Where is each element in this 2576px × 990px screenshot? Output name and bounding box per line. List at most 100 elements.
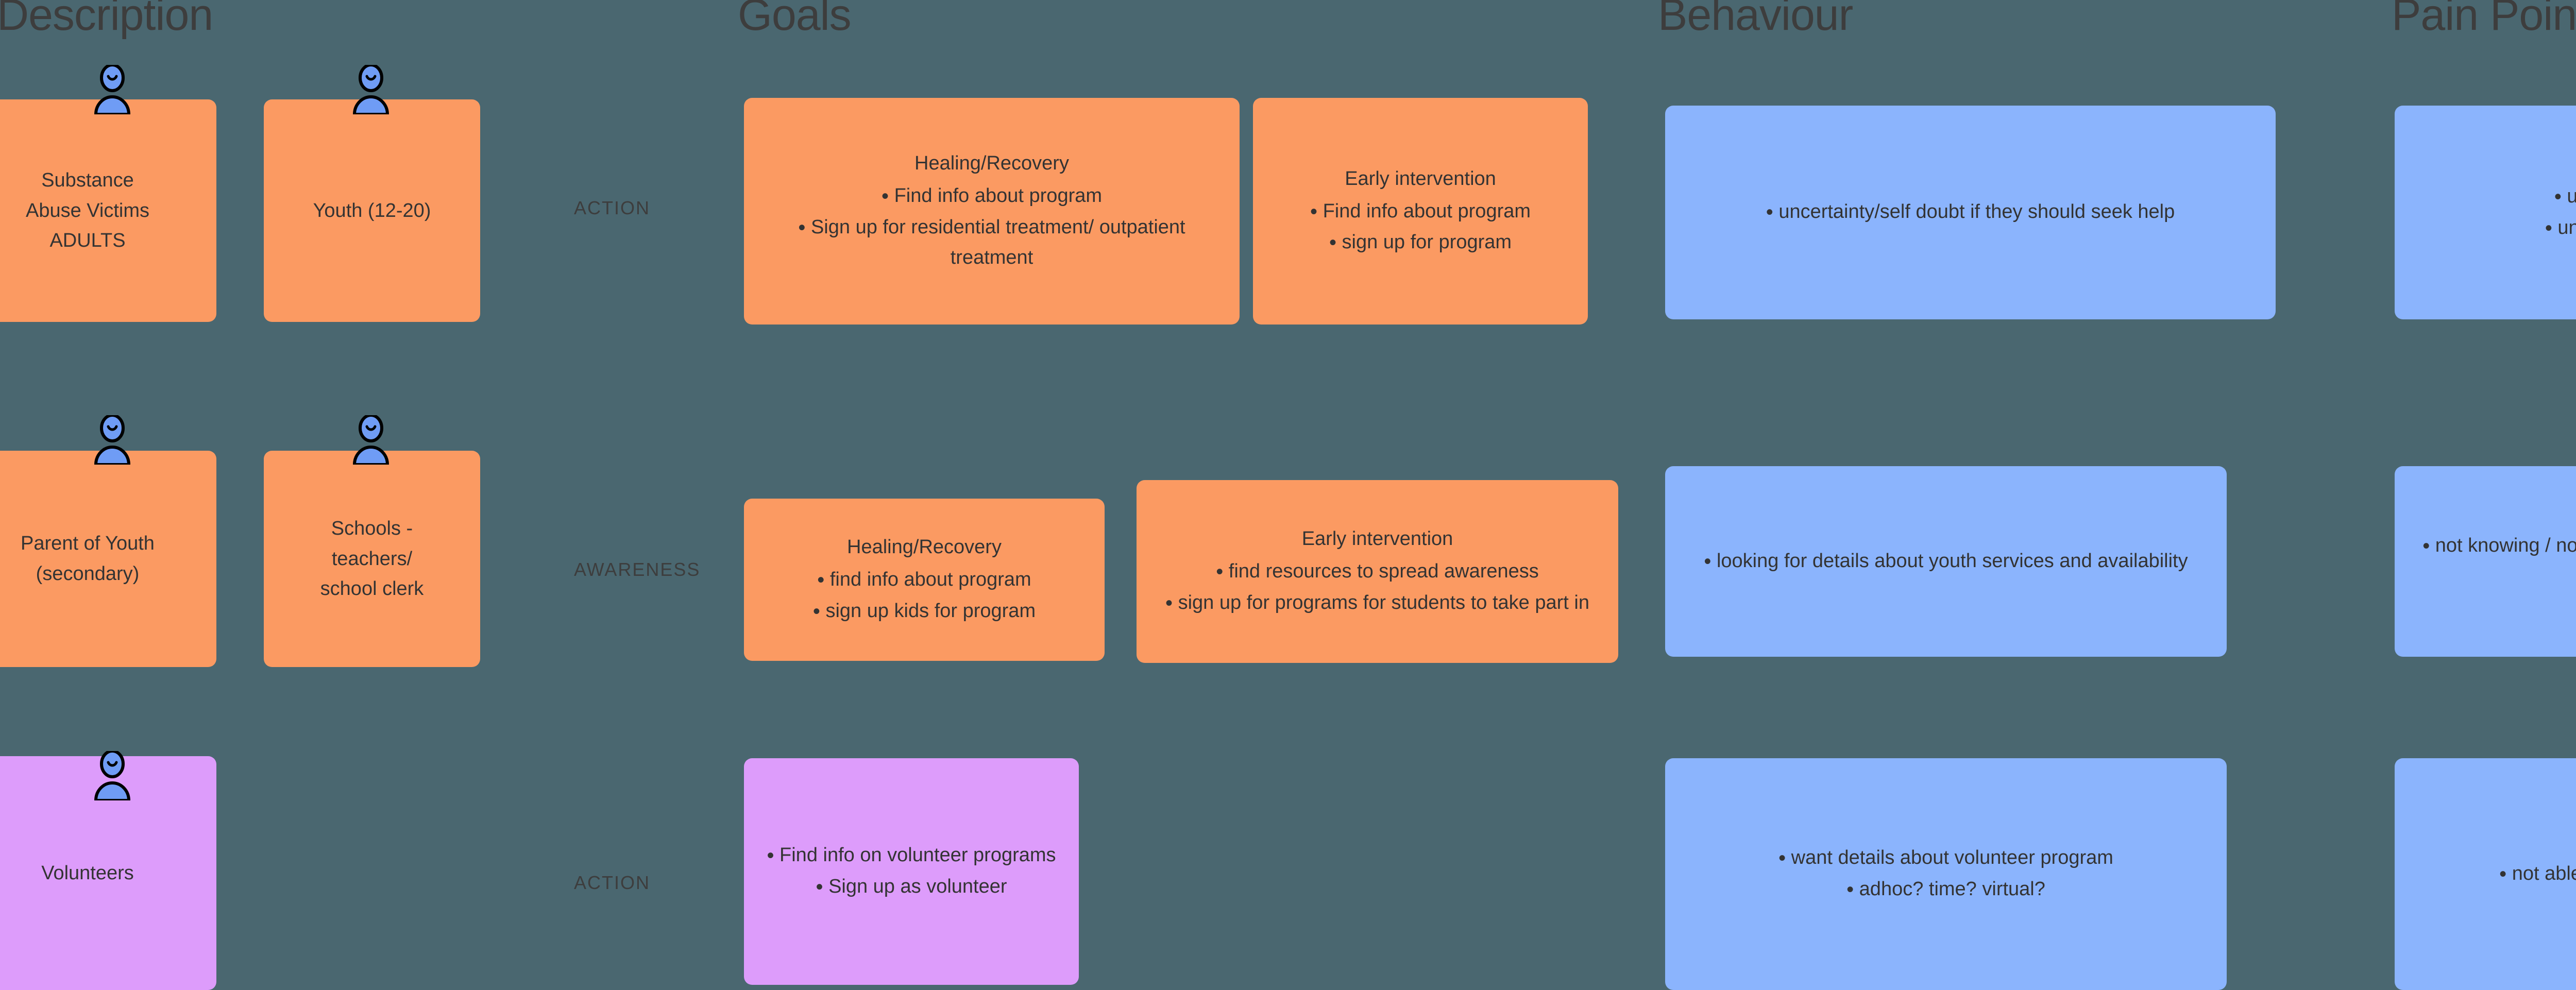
list-item-text: find info about program (829, 569, 1031, 591)
persona-name-line: teachers/ (331, 548, 413, 570)
list-item-text: Find info about program (894, 185, 1103, 207)
list-item: • uncertainty/self doubt if they should … (1679, 197, 2262, 227)
list-item-text: sign up for programs for students to tak… (1178, 591, 1589, 613)
behaviour-bullet-list: • uncertainty/self doubt if they should … (1679, 197, 2262, 227)
goal-bullet-list: • find resources to spread awareness • s… (1150, 556, 1605, 618)
bullet-icon: • (1216, 560, 1224, 584)
bullet-icon: • (812, 600, 820, 623)
goal-bullet-list: • Find info about program • Sign up for … (757, 181, 1226, 273)
goal-card[interactable]: Healing/Recovery • find info about progr… (744, 499, 1105, 661)
list-item: • want details about volunteer program (1679, 843, 2213, 873)
goal-card[interactable]: Early intervention • Find info about pro… (1253, 98, 1588, 325)
persona-card[interactable]: Volunteers (0, 756, 216, 990)
persona-card[interactable]: Schools - teachers/ school clerk (264, 451, 480, 667)
goal-bullet-list: • Find info on volunteer programs • Sign… (757, 840, 1065, 902)
goal-card-title: Early intervention (1345, 167, 1496, 190)
persona-card[interactable]: Youth (12-20) (264, 99, 480, 322)
list-item: • Sign up as volunteer (757, 872, 1065, 902)
stage-label-row-3: ACTION (574, 872, 651, 893)
bullet-icon: • (1778, 847, 1786, 870)
column-header-description: Description (0, 0, 213, 40)
bullet-icon: • (2545, 216, 2552, 240)
list-item-text: Sign up as volunteer (828, 876, 1007, 897)
list-item-text: not able to locate the form and sign up … (2512, 862, 2576, 884)
pain-point-bullet-list: • not knowing / not being able to access… (2408, 531, 2576, 591)
list-item-text: uncertainty/self doubt if they should se… (1778, 201, 2175, 223)
list-item: • not knowing / not being able to access… (2408, 531, 2576, 591)
list-item-text: adhoc? time? virtual? (1859, 878, 2045, 900)
bullet-icon: • (2554, 185, 2562, 208)
persona-name-line: Substance (41, 169, 134, 191)
bullet-icon: • (798, 216, 806, 239)
column-header-behaviour: Behaviour (1658, 0, 1853, 40)
list-item: • Sign up for residential treatment/ out… (757, 212, 1226, 273)
goal-card[interactable]: • Find info on volunteer programs • Sign… (744, 758, 1079, 985)
persona-name-line: Parent of Youth (21, 533, 155, 555)
goal-card-title: Healing/Recovery (914, 152, 1069, 175)
list-item-text: unable to find contact info easily (2567, 185, 2576, 207)
list-item-text: Find info on volunteer programs (779, 844, 1056, 866)
list-item-text: sign up kids for program (825, 600, 1036, 622)
behaviour-bullet-list: • want details about volunteer program •… (1679, 843, 2213, 904)
bullet-icon: • (2499, 862, 2507, 885)
list-item: • find info about program (757, 565, 1091, 595)
persona-name-line: Schools - (331, 517, 413, 539)
list-item: • unable to find info about programs (2408, 213, 2576, 243)
list-item: • find resources to spread awareness (1150, 556, 1605, 587)
column-header-goals: Goals (738, 0, 852, 40)
bullet-icon: • (816, 876, 823, 898)
list-item: • sign up for programs for students to t… (1150, 588, 1605, 618)
persona-name-line: Youth (12-20) (313, 199, 431, 221)
bullet-icon: • (1329, 231, 1336, 254)
pain-point-card[interactable]: • unable to find contact info easily • u… (2395, 106, 2576, 319)
stage-label-row-2: AWARENESS (574, 559, 701, 580)
list-item: • Find info on volunteer programs (757, 840, 1065, 870)
behaviour-card[interactable]: • want details about volunteer program •… (1665, 758, 2227, 990)
persona-name-line: (secondary) (36, 563, 140, 585)
pain-point-card[interactable]: • not able to locate the form and sign u… (2395, 758, 2576, 990)
list-item: • sign up for program (1266, 227, 1574, 258)
column-header-pain-points: Pain Points (2392, 0, 2576, 40)
goal-card[interactable]: Early intervention • find resources to s… (1137, 480, 1618, 663)
list-item-text: not knowing / not being able to access i… (2435, 535, 2576, 557)
bullet-icon: • (767, 844, 774, 867)
pain-point-bullet-list: • not able to locate the form and sign u… (2408, 859, 2576, 889)
list-item: • not able to locate the form and sign u… (2408, 859, 2576, 889)
persona-card[interactable]: Substance Abuse Victims ADULTS (0, 99, 216, 322)
pain-point-card[interactable]: • not knowing / not being able to access… (2395, 466, 2576, 657)
list-item-text: Sign up for residential treatment/ outpa… (810, 216, 1185, 268)
goal-bullet-list: • Find info about program • sign up for … (1266, 196, 1574, 258)
persona-name-line: Volunteers (41, 862, 134, 884)
bullet-icon: • (817, 569, 825, 592)
behaviour-bullet-list: • looking for details about youth servic… (1679, 546, 2213, 576)
behaviour-card[interactable]: • uncertainty/self doubt if they should … (1665, 106, 2276, 319)
list-item: • Find info about program (1266, 196, 1574, 227)
bullet-icon: • (1704, 550, 1711, 573)
behaviour-card[interactable]: • looking for details about youth servic… (1665, 466, 2227, 657)
list-item-text: sign up for program (1342, 231, 1512, 253)
list-item: • sign up kids for program (757, 596, 1091, 626)
bullet-icon: • (881, 185, 889, 208)
stage-label-row-1: ACTION (574, 197, 651, 218)
persona-name-line: Abuse Victims (25, 199, 150, 221)
pain-point-bullet-list: • unable to find contact info easily • u… (2408, 181, 2576, 243)
list-item-text: unable to find info about programs (2557, 216, 2576, 238)
bullet-icon: • (1165, 591, 1173, 615)
list-item: • adhoc? time? virtual? (1679, 874, 2213, 904)
bullet-icon: • (1846, 878, 1854, 901)
goal-card[interactable]: Healing/Recovery • Find info about progr… (744, 98, 1240, 325)
list-item: • unable to find contact info easily (2408, 181, 2576, 212)
goal-card-title: Healing/Recovery (847, 536, 1002, 558)
bullet-icon: • (1766, 201, 1773, 224)
list-item: • Find info about program (757, 181, 1226, 211)
goal-card-title: Early intervention (1301, 528, 1453, 550)
bullet-icon: • (2422, 535, 2430, 558)
persona-name-line: ADULTS (49, 230, 126, 252)
persona-card[interactable]: Parent of Youth (secondary) (0, 451, 216, 667)
list-item-text: Find info about program (1323, 200, 1531, 222)
list-item-text: want details about volunteer program (1791, 847, 2113, 869)
goal-bullet-list: • find info about program • sign up kids… (757, 565, 1091, 626)
list-item-text: looking for details about youth services… (1716, 550, 2188, 572)
list-item-text: find resources to spread awareness (1228, 560, 1539, 583)
bullet-icon: • (1310, 200, 1317, 223)
